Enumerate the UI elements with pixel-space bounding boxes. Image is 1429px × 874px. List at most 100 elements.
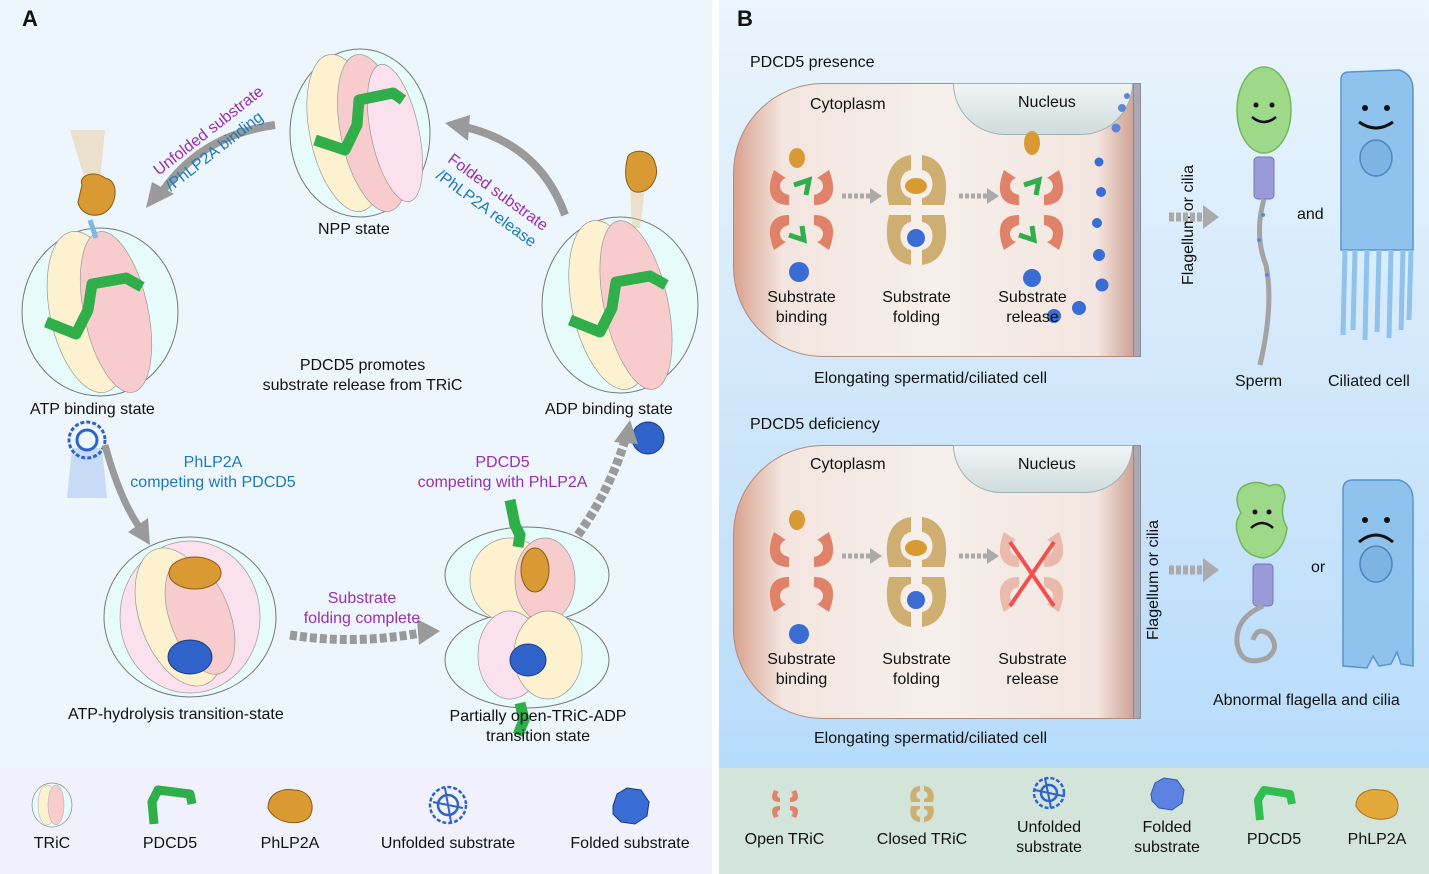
- legend-label-phlp2a-b: PhLP2A: [1347, 831, 1407, 848]
- legend-item-folded-substrate-b: Folded substrate: [1127, 774, 1207, 858]
- phlp2a-molecule-atp: [70, 130, 116, 239]
- deficiency-step-release-line2: release: [1006, 671, 1059, 688]
- tric-atp-hydrolysis-state: [103, 536, 277, 698]
- legend-item-phlp2a-b: PhLP2A: [1339, 784, 1415, 850]
- abnormal-sperm: [1234, 481, 1288, 664]
- legend-panel-b: Open TRiC Closed TRiC Unfolded substrate…: [719, 768, 1429, 874]
- label-partially-open-line2: transition state: [485, 728, 591, 745]
- abnormal-ciliated-cell: [1342, 479, 1414, 669]
- label-folding-complete: Substrate folding complete: [292, 589, 432, 629]
- legend-item-phlp2a: PhLP2A: [250, 782, 330, 854]
- label-adp-binding-state: ADP binding state: [545, 401, 673, 418]
- presence-nucleus: [953, 83, 1133, 135]
- legend-item-pdcd5-b: PDCD5: [1239, 784, 1309, 850]
- legend-label-pdcd5: PDCD5: [142, 835, 198, 852]
- deficiency-phlp2a-binding: [789, 510, 805, 530]
- arrow-npp-to-atp: [146, 121, 276, 208]
- deficiency-title: PDCD5 deficiency: [750, 416, 880, 433]
- legend-item-closed-tric: Closed TRiC: [867, 784, 977, 850]
- deficiency-outcome-arrow: [1169, 558, 1219, 582]
- closed-tric-icon: [910, 786, 934, 822]
- label-pdcd5-comp-line2: competing with PhLP2A: [417, 474, 588, 491]
- label-phlp2a-comp-line1: PhLP2A: [183, 454, 243, 471]
- label-npp-state: NPP state: [318, 221, 390, 238]
- label-folding-line1: Substrate: [327, 590, 397, 607]
- presence-cytoplasm-label: Cytoplasm: [810, 96, 886, 113]
- deficiency-step-binding-line2: binding: [775, 671, 828, 688]
- center-text-line1: PDCD5 promotes: [299, 357, 426, 374]
- panel-letter-a: A: [22, 6, 38, 31]
- label-partially-open-state: Partially open-TRiC-ADP transition state: [438, 707, 638, 747]
- healthy-ciliated-cell: [1340, 69, 1414, 341]
- label-partially-open-line1: Partially open-TRiC-ADP: [449, 708, 627, 725]
- legend-label-folded-substrate: Folded substrate: [570, 835, 690, 852]
- presence-arrow-1: [842, 188, 882, 204]
- deficiency-outcome-label: Abnormal flagella and cilia: [1213, 692, 1400, 709]
- presence-step-folding-line1: Substrate: [882, 289, 951, 306]
- arrow-folding-complete: [289, 619, 440, 645]
- presence-phlp2a-binding: [789, 148, 805, 168]
- legend-item-tric: TRiC: [22, 782, 82, 854]
- folded-substrate-icon: [1150, 777, 1185, 811]
- tric-npp-state: [289, 48, 431, 218]
- presence-step-release-line1: Substrate: [998, 289, 1067, 306]
- unfolded-substrate-icon: [428, 785, 468, 825]
- presence-outcome-arrow: [1169, 205, 1219, 229]
- label-atp-binding-state: ATP binding state: [30, 401, 155, 418]
- legend-label-folded-line1: Folded: [1142, 819, 1192, 836]
- deficiency-membrane-label: Flagellum or cilia: [1145, 519, 1162, 641]
- panel-b: B PDCD5 presence Cytoplasm Nucleus Flage…: [719, 0, 1429, 874]
- legend-item-folded-substrate: Folded substrate: [560, 782, 700, 854]
- phlp2a-icon: [1355, 789, 1399, 820]
- label-phlp2a-competing: PhLP2A competing with PDCD5: [118, 453, 308, 493]
- deficiency-step-binding-line1: Substrate: [767, 651, 836, 668]
- legend-label-unfolded-substrate: Unfolded substrate: [380, 835, 516, 852]
- presence-arrow-2: [959, 188, 999, 204]
- presence-title: PDCD5 presence: [750, 54, 875, 71]
- healthy-sperm: [1236, 66, 1292, 366]
- unfolded-substrate-icon: [1032, 776, 1066, 810]
- presence-conjunction: and: [1297, 206, 1324, 223]
- presence-open-tric-binding: [769, 170, 834, 282]
- phlp2a-icon: [267, 789, 313, 824]
- unfolded-substrate-molecule: [67, 420, 107, 498]
- legend-label-unfolded-line2: substrate: [1016, 839, 1082, 856]
- presence-phlp2a-release: [1024, 131, 1040, 155]
- label-atp-hydrolysis-state: ATP-hydrolysis transition-state: [68, 706, 284, 723]
- open-tric-icon: [771, 790, 798, 818]
- deficiency-step-folding-line1: Substrate: [882, 651, 951, 668]
- deficiency-step-release-line1: Substrate: [998, 651, 1067, 668]
- legend-panel-a: TRiC PDCD5 PhLP2A Unfolded substrate: [0, 768, 712, 874]
- deficiency-nucleus-label: Nucleus: [1018, 456, 1076, 473]
- legend-label-phlp2a: PhLP2A: [260, 835, 320, 852]
- ciliated-cell-label: Ciliated cell: [1328, 373, 1410, 390]
- deficiency-step-folding-line2: folding: [892, 671, 941, 688]
- presence-step-binding-line2: binding: [775, 309, 828, 326]
- cross-icon: [1008, 540, 1056, 608]
- deficiency-conjunction: or: [1311, 559, 1326, 576]
- deficiency-cytoplasm-label: Cytoplasm: [810, 456, 886, 473]
- legend-label-open-tric: Open TRiC: [744, 831, 825, 848]
- sperm-label: Sperm: [1235, 373, 1283, 390]
- presence-step-binding-line1: Substrate: [767, 289, 836, 306]
- legend-label-pdcd5-b: PDCD5: [1246, 831, 1302, 848]
- deficiency-step-folding: Substrate folding: [874, 650, 959, 690]
- center-text: PDCD5 promotes substrate release from TR…: [245, 356, 480, 396]
- deficiency-closed-tric-folding: [886, 517, 947, 627]
- tric-partially-open-state: [444, 498, 610, 738]
- legend-item-unfolded-substrate-b: Unfolded substrate: [1009, 774, 1089, 858]
- pdcd5-icon: [147, 785, 197, 825]
- pdcd5-icon: [1254, 786, 1296, 821]
- phlp2a-molecule-adp: [625, 150, 657, 228]
- center-text-line2: substrate release from TRiC: [262, 377, 463, 394]
- label-folding-line2: folding complete: [303, 610, 421, 627]
- presence-nucleus-label: Nucleus: [1018, 94, 1076, 111]
- deficiency-membrane: [1133, 445, 1141, 719]
- label-pdcd5-comp-line1: PDCD5: [475, 454, 530, 471]
- legend-label-unfolded-line1: Unfolded: [1016, 819, 1082, 836]
- arrow-atp-to-hydrolysis: [101, 444, 150, 545]
- presence-step-folding-line2: folding: [892, 309, 941, 326]
- deficiency-arrow-2: [959, 548, 999, 564]
- deficiency-nucleus: [953, 445, 1133, 493]
- panel-letter-b: B: [737, 6, 753, 31]
